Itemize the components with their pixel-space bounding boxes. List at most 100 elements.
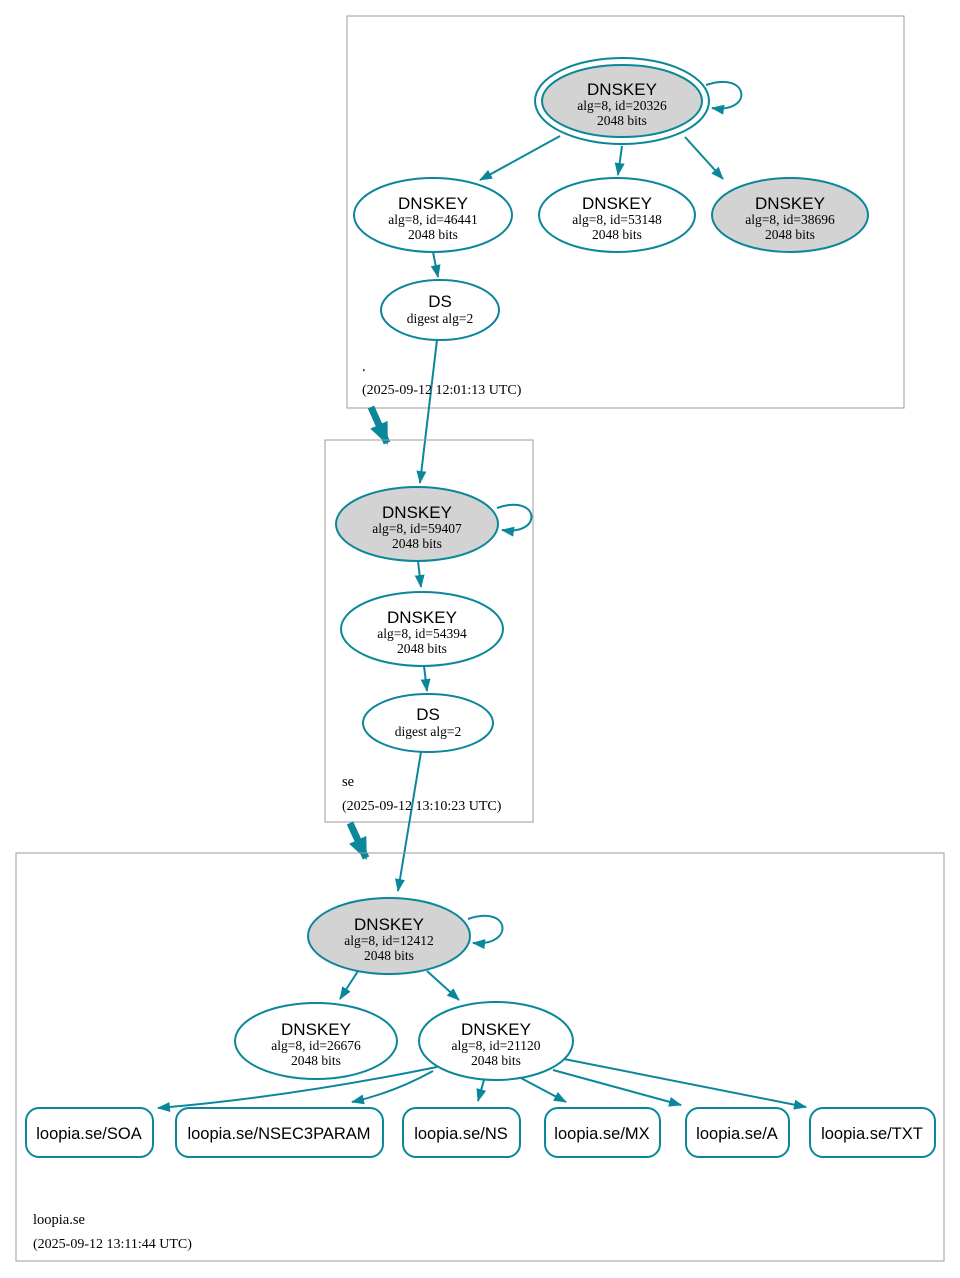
node-root-zsk-46441: DNSKEY alg=8, id=46441 2048 bits (353, 177, 513, 253)
root-ksk38696-ellipse (711, 177, 869, 253)
rrset-nsec3param-box (175, 1107, 384, 1158)
edge-root-ksk-to-ksk38696 (684, 136, 724, 180)
zone-root: DNSKEY alg=8, id=20326 2048 bits DNSKEY … (346, 15, 905, 484)
loopia-ksk-detail: alg=8, id=12412 (344, 933, 433, 948)
loopia-zsk26676-ellipse (234, 1002, 398, 1080)
zone-root-label: . (362, 359, 366, 375)
root-zsk46441-title: DNSKEY (398, 194, 468, 213)
root-ksk-bits: 2048 bits (597, 113, 647, 128)
edge-zsk21120-to-mx (518, 1076, 567, 1103)
edge-zsk21120-to-nsec3param (351, 1070, 434, 1105)
rrset-ns: loopia.se/NS (402, 1107, 521, 1158)
edge-zsk46441-to-ds (430, 251, 441, 278)
root-ds-ellipse (380, 279, 500, 341)
rrset-soa-label: loopia.se/SOA (36, 1125, 141, 1143)
edge-root-ds-to-se-ksk (416, 339, 438, 484)
zone-root-box (346, 15, 905, 409)
root-zsk53148-detail: alg=8, id=53148 (572, 212, 662, 227)
root-zsk46441-bits: 2048 bits (408, 227, 458, 242)
rrset-nsec3param-label: loopia.se/NSEC3PARAM (187, 1125, 370, 1143)
loopia-ksk-bits: 2048 bits (364, 948, 414, 963)
loopia-zsk26676-detail: alg=8, id=26676 (271, 1038, 361, 1053)
node-se-ds: DS digest alg=2 (362, 693, 494, 753)
root-ksk38696-bits: 2048 bits (765, 227, 815, 242)
zone-se-label: se (342, 774, 354, 790)
rrset-nsec3param: loopia.se/NSEC3PARAM (175, 1107, 384, 1158)
loopia-zsk21120-detail: alg=8, id=21120 (452, 1038, 541, 1053)
root-ksk-title: DNSKEY (587, 80, 657, 99)
loopia-ksk-title: DNSKEY (354, 915, 424, 934)
se-zsk-detail: alg=8, id=54394 (377, 626, 467, 641)
rrset-ns-box (402, 1107, 521, 1158)
node-root-ds: DS digest alg=2 (380, 279, 500, 341)
root-ksk38696-detail: alg=8, id=38696 (745, 212, 835, 227)
edge-loopia-ksk-to-zsk21120 (426, 970, 460, 1001)
loopia-zsk21120-title: DNSKEY (461, 1020, 531, 1039)
se-ds-detail: digest alg=2 (395, 724, 461, 739)
node-se-zsk-54394: DNSKEY alg=8, id=54394 2048 bits (340, 591, 504, 667)
edge-loopia-ksk-self-loop (467, 914, 504, 950)
se-zsk-ellipse (340, 591, 504, 667)
root-zsk53148-ellipse (538, 177, 696, 253)
root-zsk53148-bits: 2048 bits (592, 227, 642, 242)
edge-zsk21120-to-soa (157, 1066, 438, 1112)
loopia-ksk-ellipse (307, 897, 471, 975)
rrset-txt-label: loopia.se/TXT (821, 1125, 923, 1143)
node-loopia-zsk-21120: DNSKEY alg=8, id=21120 2048 bits (418, 1001, 574, 1081)
rrset-mx-box (544, 1107, 661, 1158)
edge-root-ksk-to-zsk46441 (479, 135, 561, 181)
node-loopia-zsk-26676: DNSKEY alg=8, id=26676 2048 bits (234, 1002, 398, 1080)
root-zsk53148-title: DNSKEY (582, 194, 652, 213)
se-zsk-title: DNSKEY (387, 608, 457, 627)
zone-loopia-se: DNSKEY alg=8, id=12412 2048 bits DNSKEY … (15, 852, 945, 1262)
root-zsk46441-detail: alg=8, id=46441 (388, 212, 477, 227)
node-se-ksk-59407: DNSKEY alg=8, id=59407 2048 bits (335, 486, 499, 562)
root-ksk38696-title: DNSKEY (755, 194, 825, 213)
rrset-mx: loopia.se/MX (544, 1107, 661, 1158)
zone-se: DNSKEY alg=8, id=59407 2048 bits DNSKEY … (324, 439, 534, 892)
edge-se-ksk-to-zsk (414, 560, 425, 588)
se-ksk-ellipse (335, 486, 499, 562)
root-ksk-detail: alg=8, id=20326 (577, 98, 667, 113)
zone-se-timestamp: (2025-09-12 13:10:23 UTC) (342, 799, 502, 814)
edge-loopia-ksk-to-zsk26676 (339, 970, 359, 1000)
root-ds-title: DS (428, 292, 452, 311)
zone-loopia-box (15, 852, 945, 1262)
root-zsk46441-ellipse (353, 177, 513, 253)
loopia-zsk21120-bits: 2048 bits (471, 1053, 521, 1068)
loopia-zsk26676-title: DNSKEY (281, 1020, 351, 1039)
rrset-txt: loopia.se/TXT (809, 1107, 936, 1158)
edge-root-to-se-delegation (367, 405, 391, 445)
root-ksk-inner-ellipse (541, 64, 703, 138)
rrset-mx-label: loopia.se/MX (554, 1125, 649, 1143)
rrset-a-box (685, 1107, 790, 1158)
edge-root-ksk-self-loop (705, 80, 743, 115)
zone-root-timestamp: (2025-09-12 12:01:13 UTC) (362, 383, 522, 398)
edge-se-to-loopia-delegation (346, 821, 370, 860)
rrset-soa: loopia.se/SOA (25, 1107, 154, 1158)
node-root-ksk-38696: DNSKEY alg=8, id=38696 2048 bits (711, 177, 869, 253)
loopia-zsk21120-ellipse (418, 1001, 574, 1081)
root-ds-detail: digest alg=2 (407, 311, 473, 326)
node-root-zsk-53148: DNSKEY alg=8, id=53148 2048 bits (538, 177, 696, 253)
edge-se-zsk-to-ds (420, 665, 431, 692)
edge-zsk21120-to-txt (563, 1058, 807, 1110)
se-ksk-title: DNSKEY (382, 503, 452, 522)
loopia-zsk26676-bits: 2048 bits (291, 1053, 341, 1068)
se-ksk-bits: 2048 bits (392, 536, 442, 551)
zone-loopia-timestamp: (2025-09-12 13:11:44 UTC) (33, 1237, 192, 1252)
rrset-txt-box (809, 1107, 936, 1158)
rrset-ns-label: loopia.se/NS (414, 1125, 508, 1143)
se-ksk-detail: alg=8, id=59407 (372, 521, 462, 536)
edge-root-ksk-to-zsk53148 (614, 145, 625, 176)
zone-loopia-label: loopia.se (33, 1212, 85, 1228)
edge-zsk21120-to-a (552, 1069, 682, 1107)
node-root-ksk-20326: DNSKEY alg=8, id=20326 2048 bits (534, 57, 710, 145)
rrset-soa-box (25, 1107, 154, 1158)
edge-se-ksk-self-loop (496, 503, 533, 537)
edge-se-ds-to-loopia-ksk (395, 751, 422, 892)
rrset-a-label: loopia.se/A (696, 1125, 778, 1143)
zone-se-box (324, 439, 534, 823)
